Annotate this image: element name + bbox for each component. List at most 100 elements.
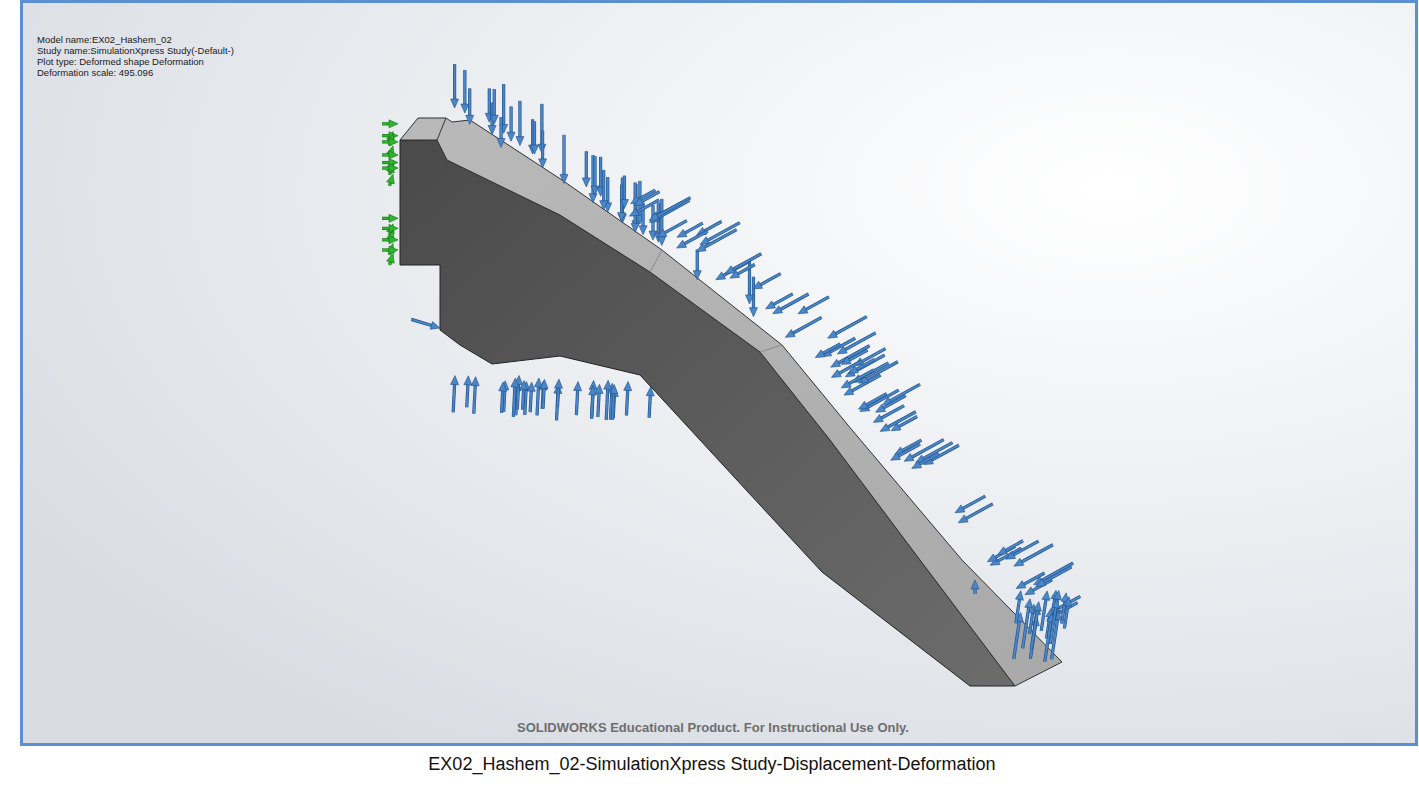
arrow-shaft xyxy=(655,200,690,219)
arrow-shaft xyxy=(1041,567,1071,584)
arrow-head xyxy=(531,145,539,154)
arrow-shaft xyxy=(885,412,915,429)
arrow-shaft xyxy=(592,392,593,419)
arrow-head xyxy=(725,266,735,274)
arrow-shaft xyxy=(1064,603,1068,629)
arrow-head xyxy=(876,404,886,412)
arrow-shaft xyxy=(606,386,608,420)
arrow-shaft xyxy=(467,382,468,407)
arrow-head xyxy=(785,330,795,338)
arrow-shaft xyxy=(500,117,502,141)
arrow-shaft xyxy=(662,221,686,234)
arrow-shaft xyxy=(1003,541,1023,552)
arrow-shaft xyxy=(464,70,466,107)
arrow-head xyxy=(1064,597,1072,606)
arrow-head xyxy=(798,306,808,314)
arrow-shaft xyxy=(864,394,887,407)
arrow-head xyxy=(527,382,535,391)
arrow-head xyxy=(1015,591,1023,600)
arrow-shaft xyxy=(847,350,868,362)
arrow-head xyxy=(629,208,639,216)
arrow-head xyxy=(582,178,590,187)
arrow-shaft xyxy=(833,317,867,336)
arrow-shaft xyxy=(635,200,659,213)
arrow-shaft xyxy=(623,176,626,203)
arrow-head xyxy=(693,271,701,280)
arrow-shaft xyxy=(1014,618,1020,659)
arrow-shaft xyxy=(885,412,915,429)
arrow-shaft xyxy=(778,294,808,311)
arrow-head xyxy=(749,308,757,317)
arrow-shaft xyxy=(655,200,690,219)
arrow-shaft xyxy=(626,388,627,416)
arrow-shaft xyxy=(1016,597,1020,624)
arrow-head xyxy=(574,382,582,391)
arrow-shaft xyxy=(542,131,544,162)
arrow-shaft xyxy=(502,388,503,413)
arrow-shaft xyxy=(649,393,650,418)
arrow-shaft xyxy=(558,385,559,407)
arrow-shaft xyxy=(626,388,627,416)
arrow-shaft xyxy=(820,344,840,355)
arrow-shaft xyxy=(752,277,755,311)
arrow-shaft xyxy=(730,254,761,271)
arrow-head xyxy=(891,452,901,460)
arrow-shaft xyxy=(594,156,596,189)
arrow-head xyxy=(589,386,597,395)
arrow-shaft xyxy=(1041,597,1046,631)
arrow-shaft xyxy=(702,222,722,233)
arrow-head xyxy=(831,359,841,367)
arrow-shaft xyxy=(531,119,534,148)
arrow-shaft xyxy=(518,101,521,140)
arrow-head xyxy=(610,385,618,394)
arrow-head xyxy=(389,138,398,146)
arrow-shaft xyxy=(474,383,476,414)
arrow-head xyxy=(766,301,776,309)
arrow-head xyxy=(1042,591,1050,600)
arrow-head xyxy=(539,159,547,168)
arrow-shaft xyxy=(488,89,490,117)
arrow-shaft xyxy=(537,384,539,415)
arrow-shaft xyxy=(543,386,544,409)
arrow-head xyxy=(451,99,459,108)
arrow-head xyxy=(873,415,883,423)
arrow-shaft xyxy=(523,386,524,409)
arrow-head xyxy=(658,237,666,246)
arrow-shaft xyxy=(513,384,515,417)
arrow-shaft xyxy=(662,221,686,234)
arrow-head xyxy=(389,224,398,232)
arrow-shaft xyxy=(803,297,829,311)
arrow-head xyxy=(955,505,965,513)
arrow-shaft xyxy=(411,319,434,326)
arrow-head xyxy=(1052,599,1060,608)
arrow-shaft xyxy=(1023,605,1030,648)
arrow-head xyxy=(828,330,838,338)
arrow-head xyxy=(677,229,687,237)
arrow-head xyxy=(499,382,507,391)
arrow-shaft xyxy=(843,333,876,351)
arrow-head xyxy=(618,213,626,222)
arrow-head xyxy=(841,380,851,388)
arrow-head xyxy=(600,201,608,210)
arrow-head xyxy=(649,213,659,221)
arrow-head xyxy=(516,137,524,146)
arrow-head xyxy=(389,236,398,244)
arrow-shaft xyxy=(1041,597,1046,631)
arrow-head xyxy=(595,384,603,393)
arrow-head xyxy=(1053,590,1061,599)
arrow-head xyxy=(858,401,868,409)
arrow-shaft xyxy=(752,277,754,311)
arrow-shaft xyxy=(655,202,683,217)
arrow-shaft xyxy=(600,157,602,190)
arrow-shaft xyxy=(453,382,455,413)
arrow-shaft xyxy=(635,200,659,213)
arrow-shaft xyxy=(513,384,515,417)
arrow-shaft xyxy=(758,274,781,286)
arrow-shaft xyxy=(530,388,531,412)
arrow-head xyxy=(880,424,890,432)
arrow-head xyxy=(1006,551,1016,559)
load-arrows xyxy=(411,64,1080,662)
arrow-shaft xyxy=(532,119,534,148)
arrow-shaft xyxy=(960,496,985,510)
